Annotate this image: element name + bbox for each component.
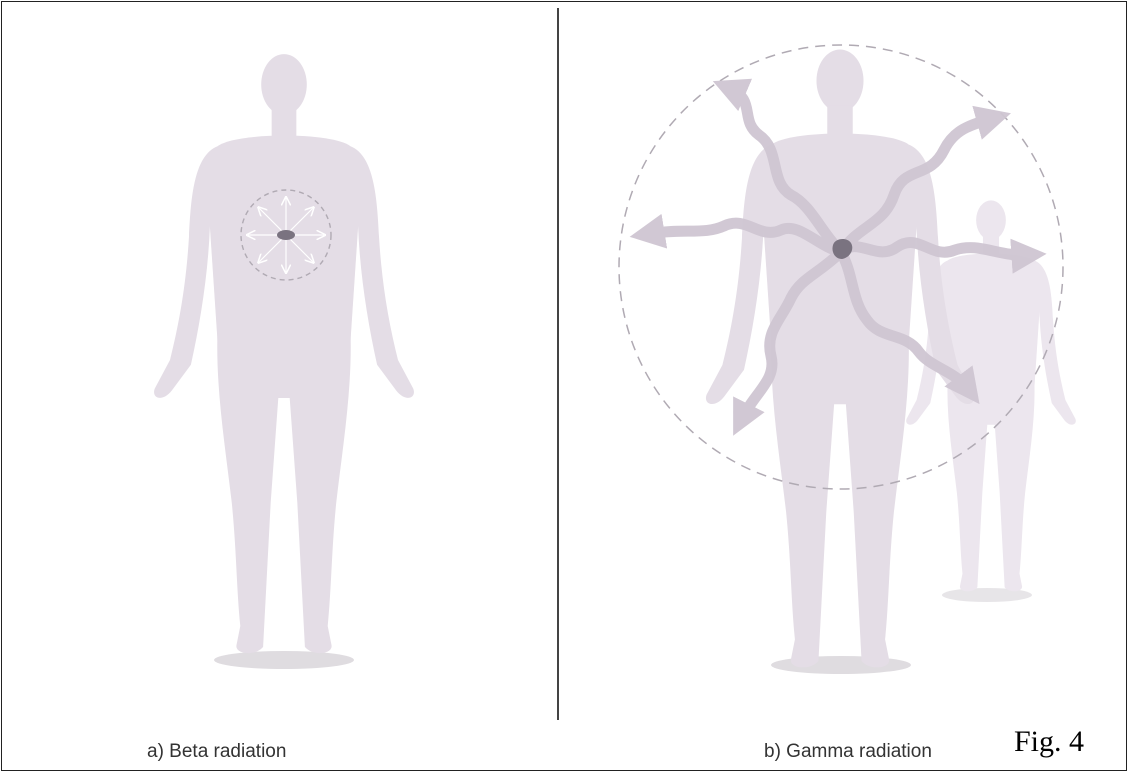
human-figure-icon bbox=[154, 54, 414, 653]
beta-illustration bbox=[0, 0, 557, 773]
ground-shadow bbox=[214, 651, 354, 669]
gamma-illustration bbox=[559, 0, 1127, 773]
panel-gamma: b) Gamma radiation bbox=[559, 0, 1127, 773]
panel-beta: a) Beta radiation bbox=[0, 0, 557, 773]
figure-label: Fig. 4 bbox=[1014, 725, 1084, 759]
radioactive-source-icon bbox=[277, 230, 295, 240]
caption-beta: a) Beta radiation bbox=[147, 741, 286, 763]
caption-gamma: b) Gamma radiation bbox=[764, 741, 932, 763]
